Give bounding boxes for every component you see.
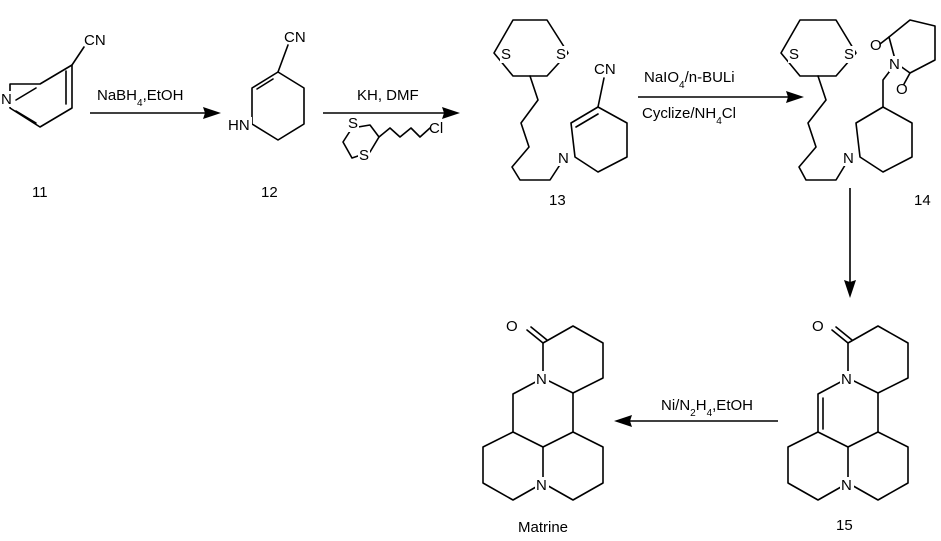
compound-12-label: 12 <box>261 184 278 201</box>
c11-n-label: N <box>1 91 12 108</box>
compound-11-structure: CN N <box>0 32 106 128</box>
compound-12-structure: CN HN <box>228 29 306 141</box>
reagent-step-3-bottom: Cyclize/NH4Cl <box>642 105 736 127</box>
matrine-n1-label: N <box>536 371 547 388</box>
c15-n1-label: N <box>841 371 852 388</box>
compound-15-structure: O N N <box>787 318 909 501</box>
c14-o2-label: O <box>896 81 908 98</box>
reagent-s2: S <box>359 147 369 164</box>
compound-13-structure: CN N S S <box>493 19 628 181</box>
arrow-step-2 <box>323 107 460 119</box>
compound-15-label: 15 <box>836 517 853 534</box>
matrine-structure: O N N <box>482 318 604 501</box>
c15-n2-label: N <box>841 477 852 494</box>
arrow-step-3 <box>638 91 804 103</box>
compound-matrine-label: Matrine <box>518 519 568 536</box>
reagent-step-1: NaBH4,EtOH <box>97 87 183 109</box>
reagent-cl: Cl <box>429 120 443 137</box>
c13-s1-label: S <box>501 46 511 63</box>
c14-imide-n-label: N <box>889 56 900 73</box>
reagent-s1: S <box>348 115 358 132</box>
c13-s2-label: S <box>556 46 566 63</box>
matrine-n2-label: N <box>536 477 547 494</box>
c12-cn-label: CN <box>284 29 306 46</box>
compound-11-label: 11 <box>32 184 48 201</box>
reagent-step-2-top: KH, DMF <box>357 87 419 104</box>
compound-14-structure: N S S N O O <box>780 19 936 181</box>
c14-s1-label: S <box>789 46 799 63</box>
c12-nh-label: HN <box>228 117 250 134</box>
c14-s2-label: S <box>844 46 854 63</box>
compound-14-label: 14 <box>914 192 931 209</box>
reagent-step-2-dithiane: S S Cl <box>342 115 443 164</box>
c14-n-label: N <box>843 150 854 167</box>
compound-13-label: 13 <box>549 192 566 209</box>
reagent-step-3-top: NaIO4/n-BULi <box>644 69 735 91</box>
arrow-step-1 <box>90 107 221 119</box>
matrine-o-label: O <box>506 318 518 335</box>
c13-n-label: N <box>558 150 569 167</box>
c11-cn-label: CN <box>84 32 106 49</box>
arrow-step-4 <box>844 188 856 298</box>
arrow-step-5 <box>614 415 778 427</box>
c13-cn-label: CN <box>594 61 616 78</box>
c15-o-label: O <box>812 318 824 335</box>
reagent-step-5: Ni/N2H4,EtOH <box>661 397 753 419</box>
c14-o1-label: O <box>870 37 882 54</box>
